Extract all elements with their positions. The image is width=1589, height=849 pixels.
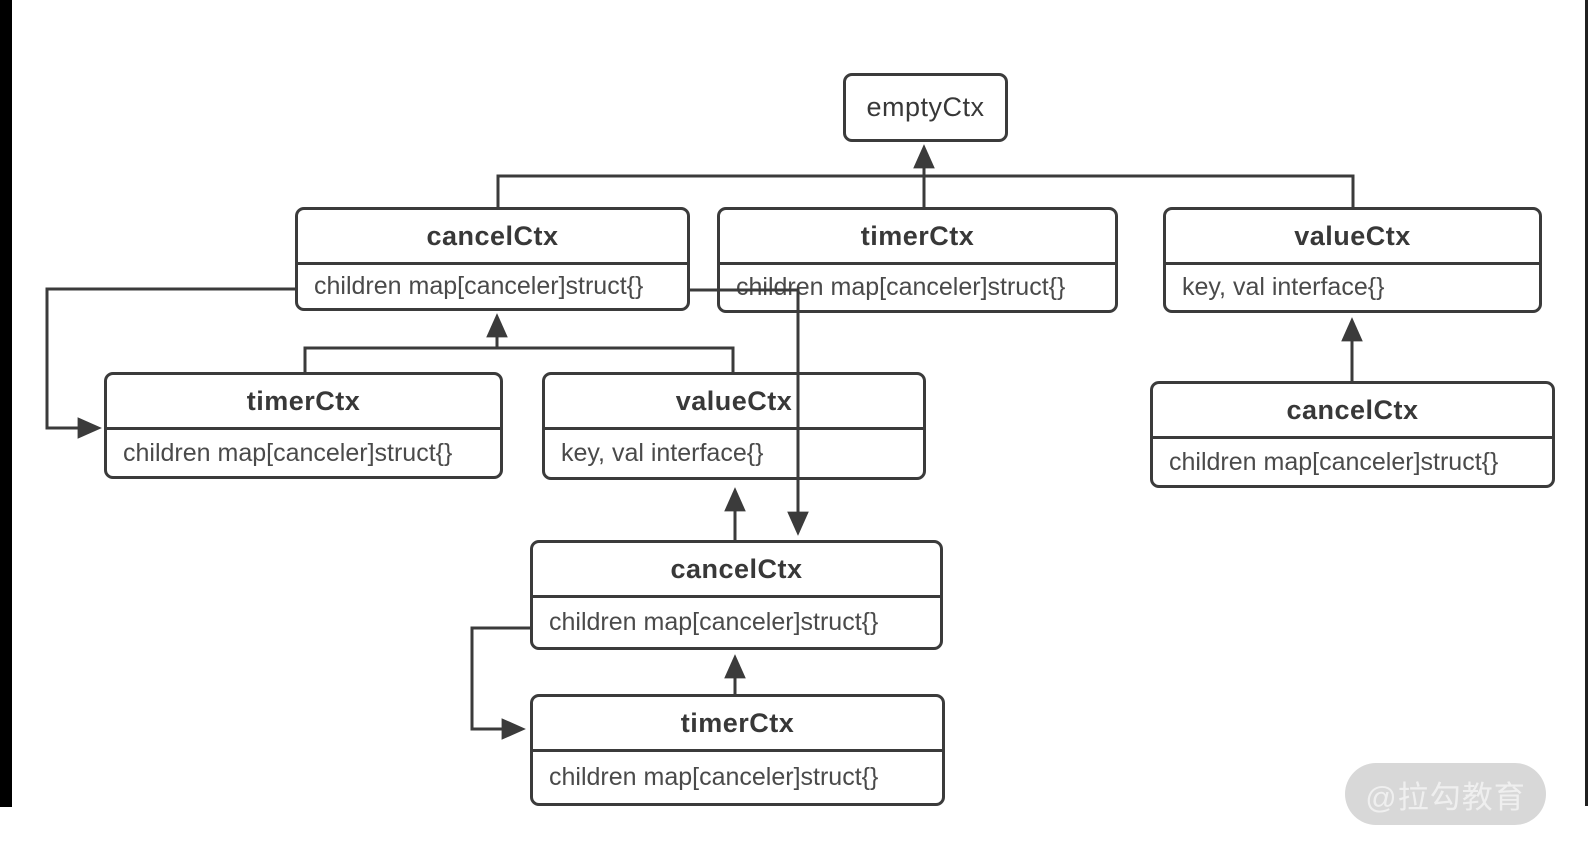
left-black-edge-bar: [0, 0, 12, 807]
node-valuectx-row2-right: valueCtx key, val interface{}: [1163, 207, 1542, 313]
node-field: children map[canceler]struct{}: [720, 262, 1115, 310]
node-title: cancelCtx: [1286, 394, 1419, 425]
node-field: key, val interface{}: [1166, 262, 1539, 310]
node-title: emptyCtx: [866, 92, 985, 122]
node-field: children map[canceler]struct{}: [533, 749, 942, 803]
node-title: valueCtx: [675, 385, 793, 416]
node-field: children map[canceler]struct{}: [298, 262, 687, 308]
node-timerctx-row3-left: timerCtx children map[canceler]struct{}: [104, 372, 503, 479]
node-field: children map[canceler]struct{}: [1153, 436, 1552, 485]
node-title: timerCtx: [860, 220, 975, 251]
node-cancelctx-row3-right: cancelCtx children map[canceler]struct{}: [1150, 381, 1555, 488]
node-cancelctx-row2-left: cancelCtx children map[canceler]struct{}: [295, 207, 690, 311]
watermark-badge: @拉勾教育: [1345, 763, 1546, 825]
right-dark-edge-line: [1585, 0, 1588, 806]
node-title: valueCtx: [1294, 220, 1411, 251]
node-valuectx-row3-middle: valueCtx key, val interface{}: [542, 372, 926, 480]
node-timerctx-row5: timerCtx children map[canceler]struct{}: [530, 694, 945, 806]
node-field: children map[canceler]struct{}: [533, 595, 940, 647]
edge-loop-cancelctx-row4-to-timerctx-row5: [470, 626, 530, 740]
node-emptyctx-root: emptyCtx: [843, 73, 1008, 142]
node-title: cancelCtx: [426, 220, 559, 251]
node-cancelctx-row4: cancelCtx children map[canceler]struct{}: [530, 540, 943, 650]
node-title: cancelCtx: [670, 553, 803, 584]
edge-row2-bracket: [496, 174, 1355, 207]
watermark-label: @拉勾教育: [1365, 779, 1526, 815]
node-title: timerCtx: [680, 707, 795, 738]
node-field: children map[canceler]struct{}: [107, 427, 500, 476]
node-title: timerCtx: [246, 385, 361, 416]
node-timerctx-row2-middle: timerCtx children map[canceler]struct{}: [717, 207, 1118, 313]
edge-row3-bracket: [303, 346, 735, 372]
node-field: key, val interface{}: [545, 427, 923, 477]
